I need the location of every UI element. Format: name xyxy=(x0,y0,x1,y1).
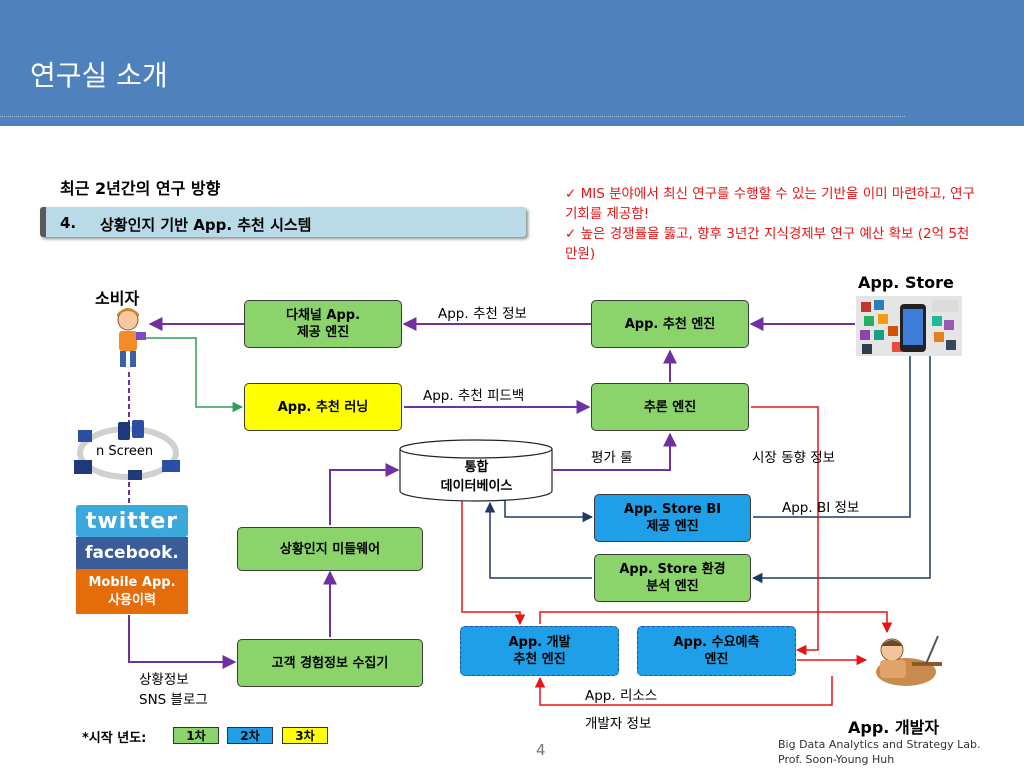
dev-recommend-engine-label: App. 개발 추천 엔진 xyxy=(508,635,571,667)
n-screen-diagram: n Screen xyxy=(70,420,186,486)
app-store-label: App. Store xyxy=(858,273,954,292)
recommend-learning-label: App. 추천 러닝 xyxy=(277,399,369,415)
inference-engine-label: 추론 엔진 xyxy=(643,399,697,415)
integrated-db-label: 통합 데이터베이스 xyxy=(440,460,513,494)
n-screen-label: n Screen xyxy=(96,444,154,459)
dev-recommend-engine-box: App. 개발 추천 엔진 xyxy=(460,626,619,676)
legend-title: *시작 년도: xyxy=(82,731,147,746)
app-store-icon xyxy=(856,296,962,356)
facebook-logo: facebook. xyxy=(76,537,188,569)
store-env-engine-box: App. Store 환경 분석 엔진 xyxy=(594,554,751,602)
resource-label: App. 리소스 xyxy=(585,688,658,704)
legend-year-2: 2차 xyxy=(227,727,273,744)
experience-collector-box: 고객 경험정보 수집기 xyxy=(237,639,423,687)
recommend-engine-label: App. 추천 엔진 xyxy=(624,316,716,332)
app-developer-label: App. 개발자 xyxy=(848,718,940,737)
store-env-engine-label: App. Store 환경 분석 엔진 xyxy=(619,562,726,594)
twitter-logo: twitter xyxy=(76,505,188,537)
slide-title: 연구실 소개 xyxy=(30,59,168,92)
header-divider xyxy=(0,116,905,117)
research-direction-heading: 최근 2년간의 연구 방향 xyxy=(60,179,221,198)
page-number: 4 xyxy=(536,741,546,759)
demand-forecast-engine-label: App. 수요예측 엔진 xyxy=(673,635,760,667)
rec-feedback-label: App. 추천 피드백 xyxy=(423,388,525,404)
developer-info-label: 개발자 정보 xyxy=(585,716,652,732)
section-label: 상황인지 기반 App. 추천 시스템 xyxy=(100,216,312,234)
integrated-db-cylinder xyxy=(399,439,553,502)
bi-info-label: App. BI 정보 xyxy=(782,500,860,516)
recommend-learning-box: App. 추천 러닝 xyxy=(244,383,402,431)
note-2: ✓ 높은 경쟁률을 뚫고, 향후 3년간 지식경제부 연구 예산 확보 (2억 … xyxy=(565,226,970,262)
multichannel-engine-label: 다채널 App. 제공 엔진 xyxy=(285,308,361,340)
eval-rules-label: 평가 룰 xyxy=(591,450,633,466)
section-bar: 4. 상황인지 기반 App. 추천 시스템 xyxy=(40,207,526,237)
legend-year-1: 1차 xyxy=(173,727,219,744)
market-trend-label: 시장 동향 정보 xyxy=(752,450,836,466)
multichannel-engine-box: 다채널 App. 제공 엔진 xyxy=(244,300,402,348)
header-band xyxy=(0,0,1024,126)
experience-collector-label: 고객 경험정보 수집기 xyxy=(271,655,389,671)
note-1: ✓ MIS 분야에서 최신 연구를 수행할 수 있는 기반을 이미 마련하고, … xyxy=(565,186,975,222)
lab-name: Big Data Analytics and Strategy Lab. xyxy=(778,738,981,751)
developer-icon xyxy=(876,635,942,686)
achievement-notes: ✓ MIS 분야에서 최신 연구를 수행할 수 있는 기반을 이미 마련하고, … xyxy=(565,184,985,264)
consumer-label: 소비자 xyxy=(95,289,140,308)
section-number: 4. xyxy=(60,214,77,232)
professor-name: Prof. Soon-Young Huh xyxy=(778,753,895,766)
store-bi-engine-label: App. Store BI 제공 엔진 xyxy=(623,502,722,534)
context-info-label: 상황정보 xyxy=(139,672,189,688)
mobile-app-usage-box: Mobile App. 사용이력 xyxy=(76,569,188,614)
lab-credit: Big Data Analytics and Strategy Lab. Pro… xyxy=(778,737,980,767)
demand-forecast-engine-box: App. 수요예측 엔진 xyxy=(637,626,796,676)
consumer-icon xyxy=(117,308,146,367)
section-accent xyxy=(40,207,46,237)
context-middleware-box: 상황인지 미들웨어 xyxy=(237,527,423,571)
recommend-engine-box: App. 추천 엔진 xyxy=(591,300,749,348)
mobile-app-usage-label: Mobile App. 사용이력 xyxy=(88,574,176,608)
legend-year-3: 3차 xyxy=(282,727,328,744)
sns-blog-label: SNS 블로그 xyxy=(139,692,208,708)
context-middleware-label: 상황인지 미들웨어 xyxy=(279,541,381,557)
inference-engine-box: 추론 엔진 xyxy=(591,383,749,431)
store-bi-engine-box: App. Store BI 제공 엔진 xyxy=(594,494,751,542)
rec-info-label: App. 추천 정보 xyxy=(438,306,527,322)
